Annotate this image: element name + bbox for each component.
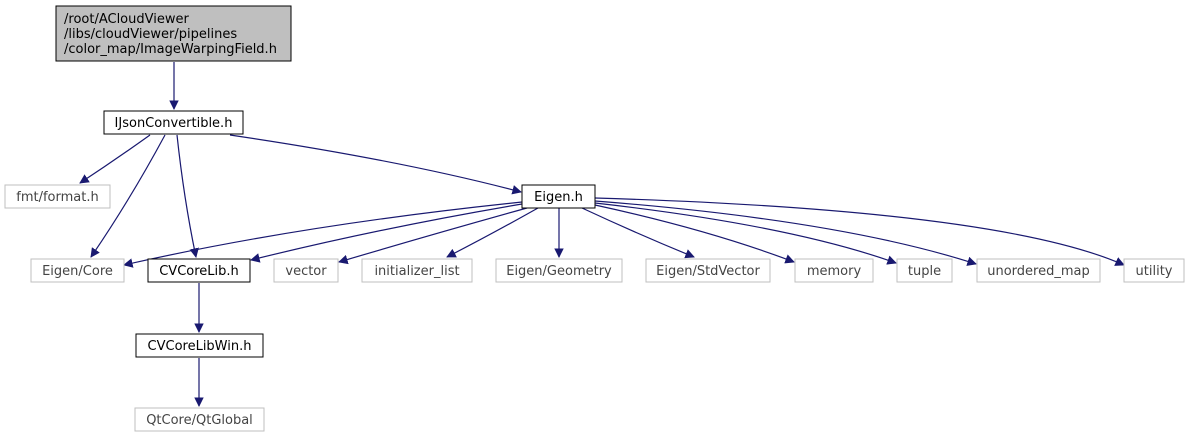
nodes-layer: /root/ACloudViewer/libs/cloudViewer/pipe… [4, 5, 1185, 432]
node-box [521, 184, 596, 209]
node-stdvector: Eigen/StdVector [645, 258, 771, 283]
node-label: /root/ACloudViewer [64, 12, 189, 27]
edge-ijson-eigen [229, 134, 522, 195]
node-utility: utility [1123, 258, 1185, 283]
node-label: /libs/cloudViewer/pipelines [64, 27, 237, 42]
edge-ijson-cvcorelib [176, 134, 199, 258]
edge-eigen-utility [594, 197, 1125, 266]
node-box [361, 258, 473, 283]
node-box [135, 333, 264, 358]
node-cvwin[interactable]: CVCoreLibWin.h [135, 333, 264, 358]
node-box [4, 184, 111, 209]
node-label: memory [807, 264, 862, 279]
node-ijson[interactable]: IJsonConvertible.h [103, 110, 244, 135]
node-root[interactable]: /root/ACloudViewer/libs/cloudViewer/pipe… [55, 5, 292, 62]
node-label: Eigen/Geometry [506, 264, 612, 279]
node-eigen[interactable]: Eigen.h [521, 184, 596, 209]
node-label: tuple [908, 264, 941, 279]
node-label: Eigen.h [534, 190, 583, 205]
node-label: Eigen/StdVector [656, 264, 760, 279]
node-initlist: initializer_list [361, 258, 473, 283]
node-vector: vector [273, 258, 339, 283]
node-label: IJsonConvertible.h [115, 116, 233, 131]
node-label: /color_map/ImageWarpingField.h [64, 42, 277, 57]
node-box [103, 110, 244, 135]
node-umap: unordered_map [976, 258, 1101, 283]
node-box [896, 258, 953, 283]
node-label: unordered_map [987, 264, 1090, 279]
edge-eigen-tuple [594, 202, 897, 265]
node-box [645, 258, 771, 283]
edge-eigen-memory [594, 204, 795, 264]
node-label: fmt/format.h [16, 190, 98, 205]
node-tuple: tuple [896, 258, 953, 283]
node-cvcorelib[interactable]: CVCoreLib.h [147, 258, 251, 283]
edge-ijson-eigencore [90, 134, 166, 258]
node-box [147, 258, 251, 283]
node-label: utility [1136, 264, 1173, 279]
node-box [134, 407, 265, 432]
node-box [794, 258, 874, 283]
node-eigencore: Eigen/Core [30, 258, 125, 283]
edge-eigen-stdvector [581, 207, 695, 259]
node-box [55, 5, 292, 62]
node-label: CVCoreLibWin.h [148, 339, 252, 354]
node-geometry: Eigen/Geometry [495, 258, 623, 283]
node-box [30, 258, 125, 283]
edge-eigen-umap [594, 200, 977, 266]
edge-eigen-eigencore [123, 201, 523, 268]
edge-eigen-initlist [446, 207, 539, 258]
edge-eigen-cvcorelib [250, 203, 523, 263]
node-memory: memory [794, 258, 874, 283]
node-label: CVCoreLib.h [159, 264, 239, 279]
node-label: QtCore/QtGlobal [146, 413, 253, 428]
node-qtglobal: QtCore/QtGlobal [134, 407, 265, 432]
edge-ijson-fmt [79, 134, 151, 184]
edge-eigen-vector [338, 207, 528, 265]
node-box [1123, 258, 1185, 283]
node-box [495, 258, 623, 283]
edges-layer [79, 62, 1125, 407]
node-fmt: fmt/format.h [4, 184, 111, 209]
node-label: initializer_list [374, 264, 459, 279]
node-label: vector [285, 264, 327, 279]
node-box [976, 258, 1101, 283]
node-label: Eigen/Core [42, 264, 113, 279]
node-box [273, 258, 339, 283]
